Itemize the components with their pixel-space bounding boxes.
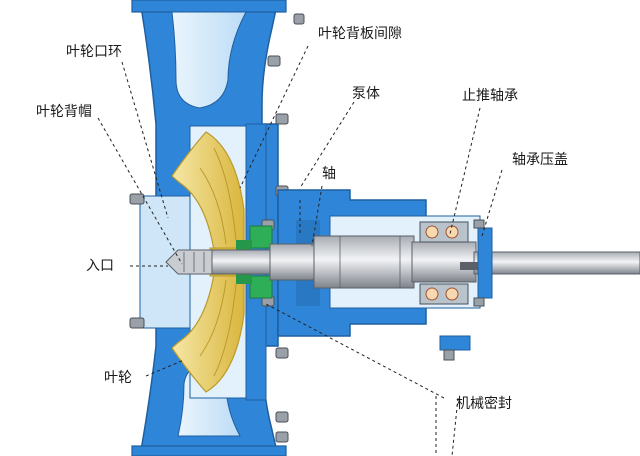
label-bearing-gland: 轴承压盖 bbox=[512, 152, 568, 168]
label-pump-body: 泵体 bbox=[352, 86, 380, 102]
impeller-cap bbox=[165, 249, 213, 275]
shaft bbox=[211, 235, 640, 289]
bearing-gland bbox=[473, 219, 493, 307]
thrust-bearing bbox=[419, 221, 469, 305]
leader-lines bbox=[97, 45, 503, 456]
label-thrust-bearing: 止推轴承 bbox=[462, 88, 518, 104]
label-impeller: 叶轮 bbox=[104, 370, 132, 386]
label-inlet: 入口 bbox=[86, 258, 114, 274]
label-back-plate-gap: 叶轮背板间隙 bbox=[318, 26, 402, 42]
frame-foot bbox=[439, 335, 471, 361]
label-impeller-ring: 叶轮口环 bbox=[66, 44, 122, 60]
label-mechanical-seal: 机械密封 bbox=[456, 396, 512, 412]
label-impeller-cap: 叶轮背帽 bbox=[36, 104, 92, 120]
mechanical-seal bbox=[236, 225, 273, 299]
label-shaft: 轴 bbox=[322, 166, 336, 182]
